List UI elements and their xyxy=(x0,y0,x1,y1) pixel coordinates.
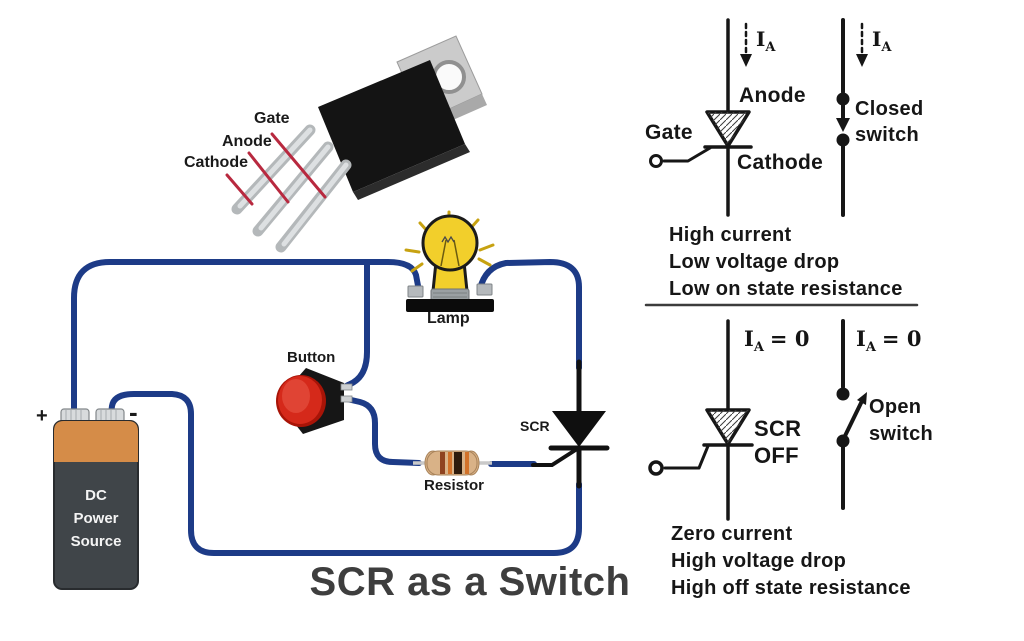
lamp-base-platform xyxy=(406,299,494,312)
battery-orange-cap xyxy=(54,421,138,462)
anode-pointer-line xyxy=(247,151,290,204)
on-note-2: Low voltage drop xyxy=(669,251,840,273)
to220-body xyxy=(318,60,465,192)
schem-off-triangle-hatch xyxy=(707,410,749,444)
pkg-gate-label: Gate xyxy=(254,110,290,127)
schem-on-gate-terminal xyxy=(649,154,663,168)
off-scr-current-label: IA= 0 xyxy=(744,326,810,355)
lamp-connector-right xyxy=(476,283,493,296)
pkg-anode-label: Anode xyxy=(222,133,272,150)
schem-anode-label: Anode xyxy=(739,84,806,107)
to220-pin-anode-highlight xyxy=(258,144,331,231)
battery-plus-sign: + xyxy=(36,405,48,427)
bulb-filament-coil xyxy=(441,235,455,244)
scr-triangle xyxy=(552,411,606,447)
lamp-socket-ridges xyxy=(433,292,467,298)
schem-open-contact-upper xyxy=(836,387,850,401)
on-note-1: High current xyxy=(669,224,792,246)
on-note-3: Low on state resistance xyxy=(669,278,903,300)
battery-minus-sign: - xyxy=(129,397,138,427)
schem-off-gate-line xyxy=(663,444,710,470)
to220-pin-gate-highlight xyxy=(281,162,349,247)
cathode-pointer-line xyxy=(225,173,254,206)
schem-off-gate-terminal xyxy=(648,460,664,476)
button-label: Button xyxy=(287,349,336,366)
pkg-cathode-label: Cathode xyxy=(184,154,248,171)
schem-closed-contact-upper xyxy=(836,92,850,106)
schem-cathode-label: Cathode xyxy=(737,151,824,174)
resistor-label: Resistor xyxy=(424,477,485,494)
scr-off-label: SCR OFF xyxy=(754,416,802,468)
wire-lamp-to-scr-anode xyxy=(477,259,582,371)
schem-on-current-arrowhead xyxy=(740,54,752,67)
button-cap-highlight xyxy=(282,379,310,413)
off-note-1: Zero current xyxy=(671,523,793,545)
battery-terminal-ridges xyxy=(65,410,117,422)
schem-on-gate-line xyxy=(662,146,712,163)
resistor-band-3 xyxy=(454,452,462,474)
schem-open-switch-arm xyxy=(841,401,863,442)
schem-open-contact-lower xyxy=(836,434,850,448)
wire-button-to-resistor xyxy=(344,396,422,466)
scr-gate-lead xyxy=(531,447,579,467)
closed-switch-label: Closed switch xyxy=(855,98,924,146)
lamp-label: Lamp xyxy=(427,310,470,327)
page-title: SCR as a Switch xyxy=(309,560,631,604)
bulb-glass xyxy=(421,214,479,272)
wire-scr-cathode-to-battery-minus xyxy=(108,391,582,556)
on-scr-current-label: IA xyxy=(756,27,776,55)
schem-gate-label: Gate xyxy=(645,121,693,144)
off-note-3: High off state resistance xyxy=(671,577,911,599)
wire-junction-to-button xyxy=(343,259,370,389)
schem-closed-contact-lower xyxy=(836,133,850,147)
schem-open-arrowhead xyxy=(857,392,867,405)
circuit-scr-label: SCR xyxy=(520,418,550,434)
resistor-band-1 xyxy=(440,452,445,474)
lamp-connector-left xyxy=(407,285,424,298)
open-switch-label: Open switch xyxy=(869,396,934,445)
schem-closed-current-arrowhead xyxy=(856,54,868,67)
gate-pointer-line xyxy=(270,132,327,199)
resistor-band-2 xyxy=(448,452,452,474)
button-pin-bottom xyxy=(340,395,353,403)
schem-on-triangle-hatch xyxy=(707,112,749,146)
schem-closed-arrowhead xyxy=(836,118,850,132)
resistor-band-4 xyxy=(465,452,469,474)
to220-body-edge xyxy=(353,144,470,200)
battery-label: DC Power Source xyxy=(70,487,122,550)
button-pin-top xyxy=(340,383,353,391)
off-note-2: High voltage drop xyxy=(671,550,847,572)
off-switch-current-label: IA= 0 xyxy=(856,326,922,355)
on-switch-current-label: IA xyxy=(872,27,892,55)
to220-pin-cathode-highlight xyxy=(237,127,313,209)
bulb-filament xyxy=(440,239,460,267)
